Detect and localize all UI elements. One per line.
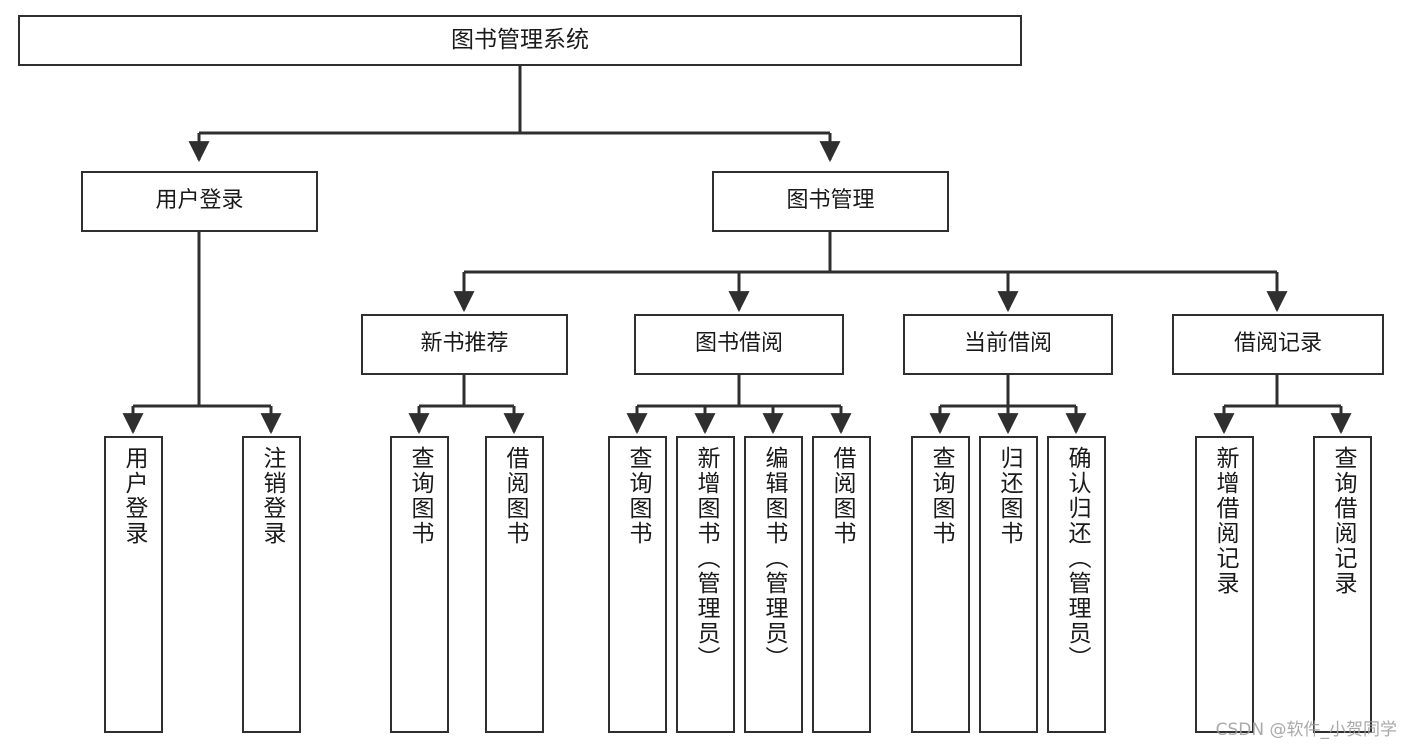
node-current-borrow-label: 当前借阅 xyxy=(963,331,1052,357)
node-new-book-recommend[interactable]: 新书推荐 xyxy=(361,314,568,375)
leaf-confirm-return-label: 确认归还（管理员） xyxy=(1064,446,1090,671)
leaf-user-login[interactable]: 用户登录 xyxy=(104,436,163,733)
node-book-borrow-label: 图书借阅 xyxy=(694,331,783,357)
leaf-borrow-book-1-label: 借阅图书 xyxy=(502,446,528,546)
leaf-return-book-label: 归还图书 xyxy=(996,446,1022,546)
leaf-query-record-label: 查询借阅记录 xyxy=(1330,446,1356,596)
leaf-add-book[interactable]: 新增图书（管理员） xyxy=(676,436,735,733)
leaf-add-record-label: 新增借阅记录 xyxy=(1212,446,1238,596)
leaf-user-login-label: 用户登录 xyxy=(121,446,147,546)
leaf-confirm-return[interactable]: 确认归还（管理员） xyxy=(1047,436,1106,733)
node-user-login[interactable]: 用户登录 xyxy=(81,171,318,232)
node-book-borrow[interactable]: 图书借阅 xyxy=(634,314,844,375)
leaf-query-book-1[interactable]: 查询图书 xyxy=(390,436,449,733)
leaf-query-book-2-label: 查询图书 xyxy=(625,446,651,546)
node-user-login-label: 用户登录 xyxy=(155,188,244,214)
node-current-borrow[interactable]: 当前借阅 xyxy=(903,314,1113,375)
leaf-logout-label: 注销登录 xyxy=(259,446,285,546)
node-new-book-recommend-label: 新书推荐 xyxy=(420,331,509,357)
leaf-add-record[interactable]: 新增借阅记录 xyxy=(1195,436,1254,733)
leaf-query-book-3[interactable]: 查询图书 xyxy=(911,436,970,733)
leaf-query-book-3-label: 查询图书 xyxy=(928,446,954,546)
leaf-borrow-book-2-label: 借阅图书 xyxy=(829,446,855,546)
leaf-return-book[interactable]: 归还图书 xyxy=(979,436,1038,733)
node-book-manage-label: 图书管理 xyxy=(786,188,875,214)
node-root[interactable]: 图书管理系统 xyxy=(18,15,1022,66)
leaf-query-book-1-label: 查询图书 xyxy=(407,446,433,546)
leaf-query-record[interactable]: 查询借阅记录 xyxy=(1313,436,1372,733)
csdn-watermark: CSDN @软件_小贺同学 xyxy=(1215,720,1397,740)
leaf-borrow-book-1[interactable]: 借阅图书 xyxy=(485,436,544,733)
node-borrow-record[interactable]: 借阅记录 xyxy=(1172,314,1384,375)
leaf-edit-book[interactable]: 编辑图书（管理员） xyxy=(744,436,803,733)
leaf-logout[interactable]: 注销登录 xyxy=(242,436,301,733)
leaf-edit-book-label: 编辑图书（管理员） xyxy=(761,446,787,671)
leaf-borrow-book-2[interactable]: 借阅图书 xyxy=(812,436,871,733)
leaf-query-book-2[interactable]: 查询图书 xyxy=(608,436,667,733)
node-borrow-record-label: 借阅记录 xyxy=(1233,331,1322,357)
node-book-manage[interactable]: 图书管理 xyxy=(712,171,949,232)
leaf-add-book-label: 新增图书（管理员） xyxy=(693,446,719,671)
node-root-label: 图书管理系统 xyxy=(451,26,589,53)
